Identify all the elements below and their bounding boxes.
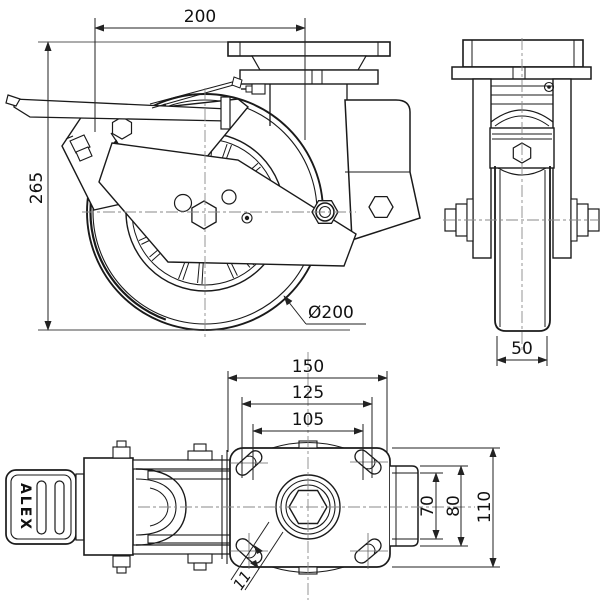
side-brake-lever xyxy=(5,76,243,162)
side-top-plate xyxy=(227,41,391,95)
dim-bolt-spacing-125: 125 xyxy=(241,383,373,478)
front-top-plate xyxy=(451,39,592,80)
bottom-brake-pedal: ALEX xyxy=(5,469,85,545)
dim-label-265: 265 xyxy=(27,172,47,204)
bottom-wheel-end xyxy=(390,465,419,547)
bottom-centerlines xyxy=(138,352,475,600)
dim-label-11: 11 xyxy=(229,567,255,593)
bottom-mounting-plate xyxy=(229,440,391,575)
dim-inner-height-70: 70 xyxy=(418,472,443,540)
dim-label-80: 80 xyxy=(444,495,464,517)
dim-label-125: 125 xyxy=(292,383,324,403)
dim-top-length-200: 200 xyxy=(94,7,306,140)
bottom-view: ALEX xyxy=(5,352,475,600)
side-fork-plate xyxy=(98,142,357,267)
brand-label: ALEX xyxy=(17,483,33,531)
bottom-brake-housing xyxy=(83,440,134,574)
dim-label-105: 105 xyxy=(292,410,324,430)
dim-wheel-width-50: 50 xyxy=(496,336,548,366)
dim-wheel-diameter: Ø200 xyxy=(283,295,366,325)
dim-label-110: 110 xyxy=(475,491,495,523)
grease-nipple xyxy=(241,83,266,95)
dim-outer-height-80: 80 xyxy=(420,465,468,547)
dim-label-wheel-diameter: Ø200 xyxy=(308,303,354,323)
dim-overall-height-265: 265 xyxy=(27,41,228,331)
front-fork-legs xyxy=(472,78,572,259)
side-fork-bracket xyxy=(269,84,421,242)
dim-plate-length-150: 150 xyxy=(227,357,388,452)
dim-label-50: 50 xyxy=(511,339,533,359)
dim-label-150: 150 xyxy=(292,357,324,377)
front-view xyxy=(443,38,600,352)
dim-plate-width-110: 110 xyxy=(392,447,500,568)
side-centerlines xyxy=(82,88,356,340)
dim-bolt-spacing-105: 105 xyxy=(252,410,364,480)
dim-label-200: 200 xyxy=(184,7,216,27)
side-view xyxy=(5,41,421,340)
dim-label-70: 70 xyxy=(418,495,438,517)
front-wheel xyxy=(494,166,551,332)
brake-adjuster-bolt xyxy=(65,134,93,162)
front-centerlines xyxy=(443,38,599,352)
